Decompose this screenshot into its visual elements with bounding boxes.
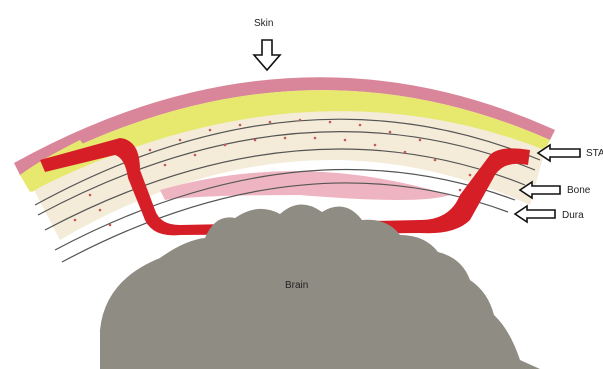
sta-label: STA <box>586 148 603 159</box>
bone-label: Bone <box>567 185 591 196</box>
dura-label: Dura <box>562 210 584 221</box>
brain-label: Brain <box>285 280 308 291</box>
down-arrow-icon <box>254 40 280 70</box>
left-arrow-icon <box>515 206 555 222</box>
skin-label: Skin <box>254 18 273 29</box>
